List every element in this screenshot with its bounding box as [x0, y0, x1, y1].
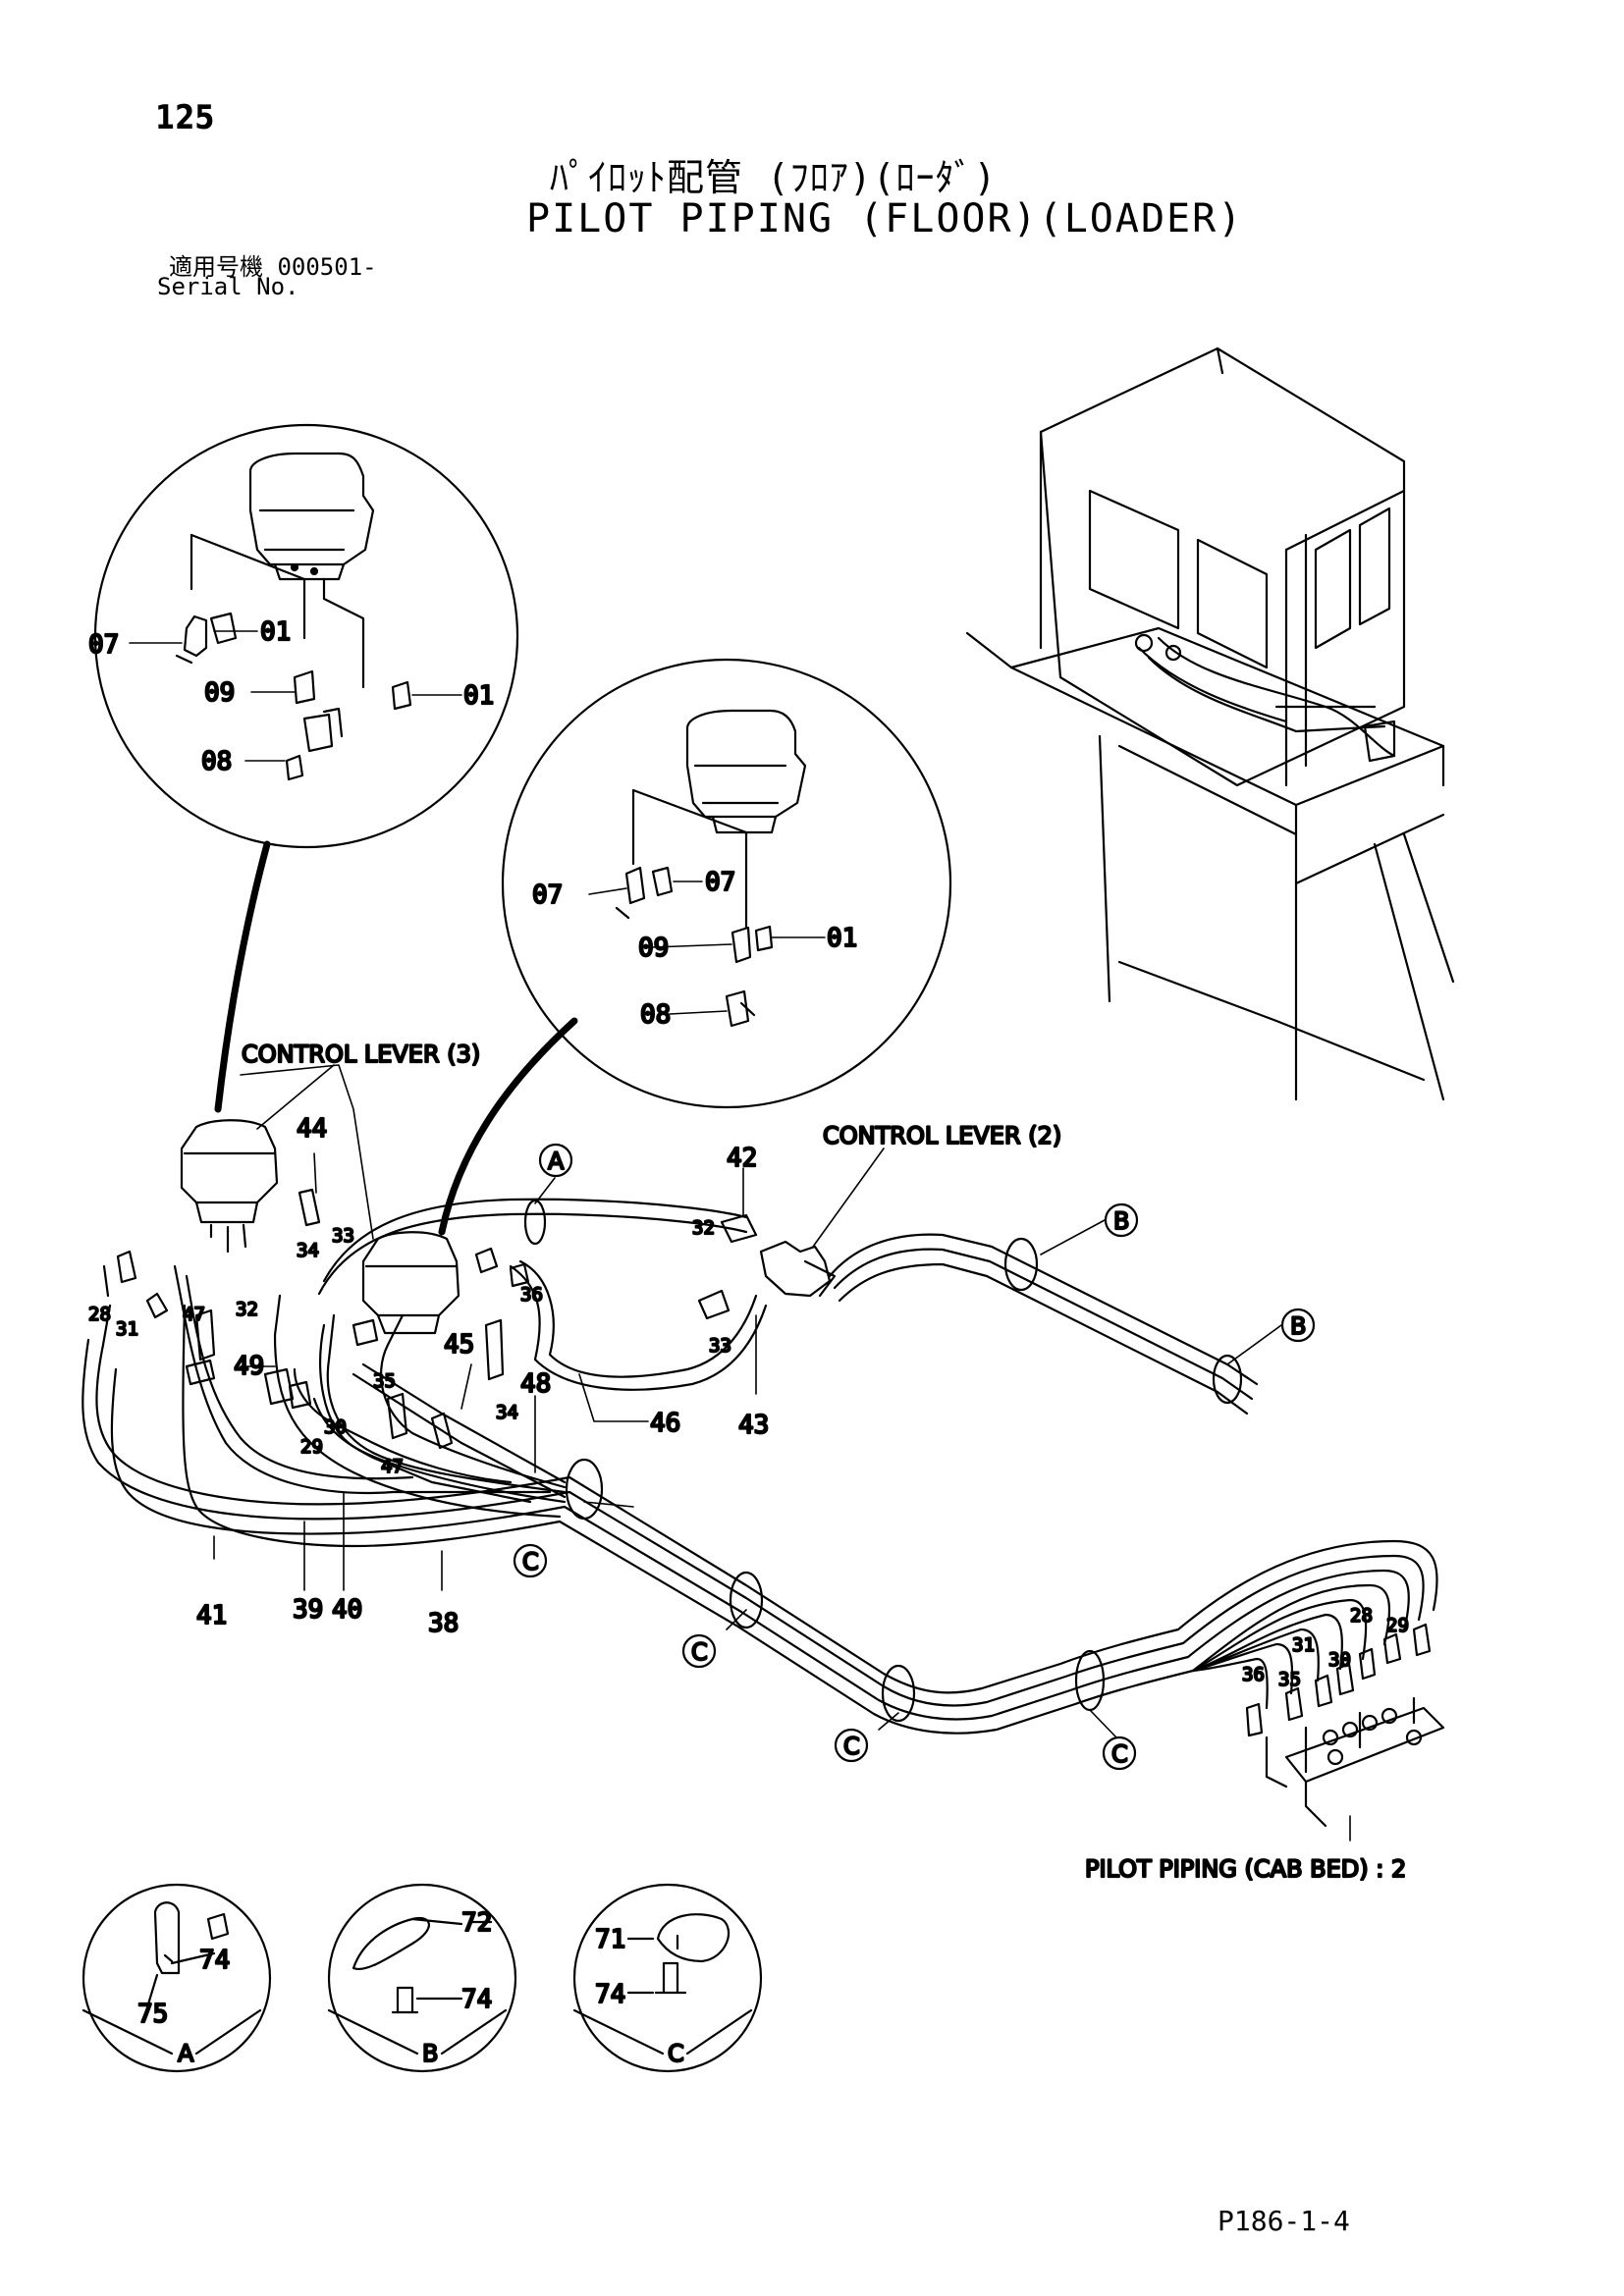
- part-label-31-a: 31: [116, 1318, 138, 1340]
- part-label-35-b: 35: [1278, 1669, 1301, 1690]
- part-label-34-b: 34: [496, 1402, 518, 1423]
- part-label-09-a: 09: [204, 678, 235, 708]
- part-label-35-a: 35: [373, 1370, 396, 1392]
- detail-leaders: [129, 630, 826, 1015]
- control-lever-2-body: [759, 1240, 837, 1298]
- control-lever-3-label: CONTROL LEVER (3): [242, 1041, 480, 1068]
- part-label-30-b: 30: [1328, 1649, 1351, 1671]
- control-lever-2-label: CONTROL LEVER (2): [823, 1122, 1061, 1149]
- part-label-47-a: 47: [183, 1304, 205, 1325]
- control-lever-3b-body: [361, 1231, 460, 1335]
- detail-circle-control-lever-3: [93, 423, 519, 849]
- callout-a-letter: A: [548, 1148, 565, 1175]
- callout-c-letter-1: C: [522, 1548, 539, 1575]
- part-label-48: 48: [520, 1369, 551, 1399]
- part-label-33-a: 33: [332, 1225, 354, 1247]
- title-japanese: ﾊﾟｲﾛｯﾄ配管 (ﾌﾛｱ)(ﾛｰﾀﾞ): [550, 156, 998, 199]
- part-label-28-a: 28: [88, 1304, 111, 1325]
- serial-label-japanese: 適用号機 000501-: [169, 253, 377, 281]
- part-label-36-a: 36: [520, 1284, 543, 1306]
- detail-c: [572, 1883, 763, 2073]
- detail-a: [81, 1883, 272, 2073]
- part-label-30-a: 30: [324, 1416, 347, 1438]
- callout-c-letter-3: C: [843, 1733, 860, 1760]
- part-label-31-b: 31: [1292, 1634, 1315, 1656]
- part-label-74-b: 74: [461, 1985, 492, 2014]
- serial-label-english: Serial No.: [157, 273, 299, 300]
- part-label-45: 45: [444, 1330, 474, 1360]
- page-number: 125: [155, 98, 215, 137]
- part-label-42: 42: [727, 1144, 757, 1173]
- part-label-75: 75: [137, 2000, 168, 2029]
- part-label-01-c: 01: [827, 924, 857, 953]
- part-label-44: 44: [297, 1114, 327, 1144]
- page-code: P186-1-4: [1218, 2205, 1350, 2237]
- callout-b-letter-2: B: [1290, 1312, 1306, 1340]
- detail-c-letter: C: [668, 2040, 684, 2067]
- part-label-08-a: 08: [201, 747, 232, 776]
- part-label-39: 39: [293, 1595, 323, 1625]
- part-label-32-a: 32: [236, 1299, 258, 1320]
- detail-b: [327, 1883, 517, 2073]
- detail-b-letter: B: [422, 2040, 438, 2067]
- part-label-38: 38: [428, 1609, 459, 1638]
- part-label-28-b: 28: [1350, 1605, 1373, 1627]
- part-label-01-b: 01: [463, 681, 494, 711]
- part-label-43: 43: [738, 1411, 769, 1440]
- part-label-71: 71: [595, 1925, 625, 1954]
- part-label-34-a: 34: [297, 1240, 319, 1261]
- detail-leader-1: [214, 840, 271, 1113]
- part-label-01-a: 01: [260, 617, 291, 647]
- cab-bed-label: PILOT PIPING (CAB BED) : 2: [1085, 1855, 1406, 1883]
- part-label-41: 41: [196, 1601, 227, 1630]
- part-label-49: 49: [234, 1352, 264, 1381]
- detail-leader-2: [438, 1017, 578, 1236]
- part-label-40: 40: [332, 1595, 362, 1625]
- part-label-74-a: 74: [199, 1946, 230, 1975]
- leader-lines: [213, 1064, 1351, 1842]
- callout-circles: [513, 1143, 1316, 1771]
- part-label-07-a: 07: [88, 630, 119, 660]
- detail-a-letter: A: [178, 2040, 194, 2067]
- part-label-36-b: 36: [1242, 1664, 1265, 1685]
- part-label-29-b: 29: [1386, 1615, 1409, 1636]
- cab-illustration: [965, 347, 1455, 1101]
- part-label-33-b: 33: [709, 1335, 731, 1357]
- part-label-07-c: 07: [705, 868, 735, 897]
- part-label-72: 72: [461, 1908, 492, 1938]
- part-label-07-b: 07: [532, 881, 563, 910]
- title-english: PILOT PIPING (FLOOR)(LOADER): [526, 196, 1244, 241]
- part-label-09-b: 09: [638, 934, 669, 963]
- part-label-32-b: 32: [692, 1217, 715, 1239]
- pipe-harness: [81, 1188, 1445, 1828]
- part-label-46: 46: [650, 1409, 680, 1438]
- callout-c-letter-4: C: [1111, 1740, 1128, 1768]
- callout-b-letter-1: B: [1113, 1207, 1129, 1235]
- callout-c-letter-2: C: [691, 1638, 708, 1666]
- part-label-29-a: 29: [300, 1436, 323, 1458]
- part-label-47-b: 47: [381, 1456, 404, 1477]
- part-label-74-c: 74: [595, 1980, 625, 2009]
- control-lever-3-body: [180, 1119, 279, 1254]
- detail-circle-control-lever-2: [501, 658, 952, 1109]
- part-label-08-b: 08: [640, 1000, 671, 1030]
